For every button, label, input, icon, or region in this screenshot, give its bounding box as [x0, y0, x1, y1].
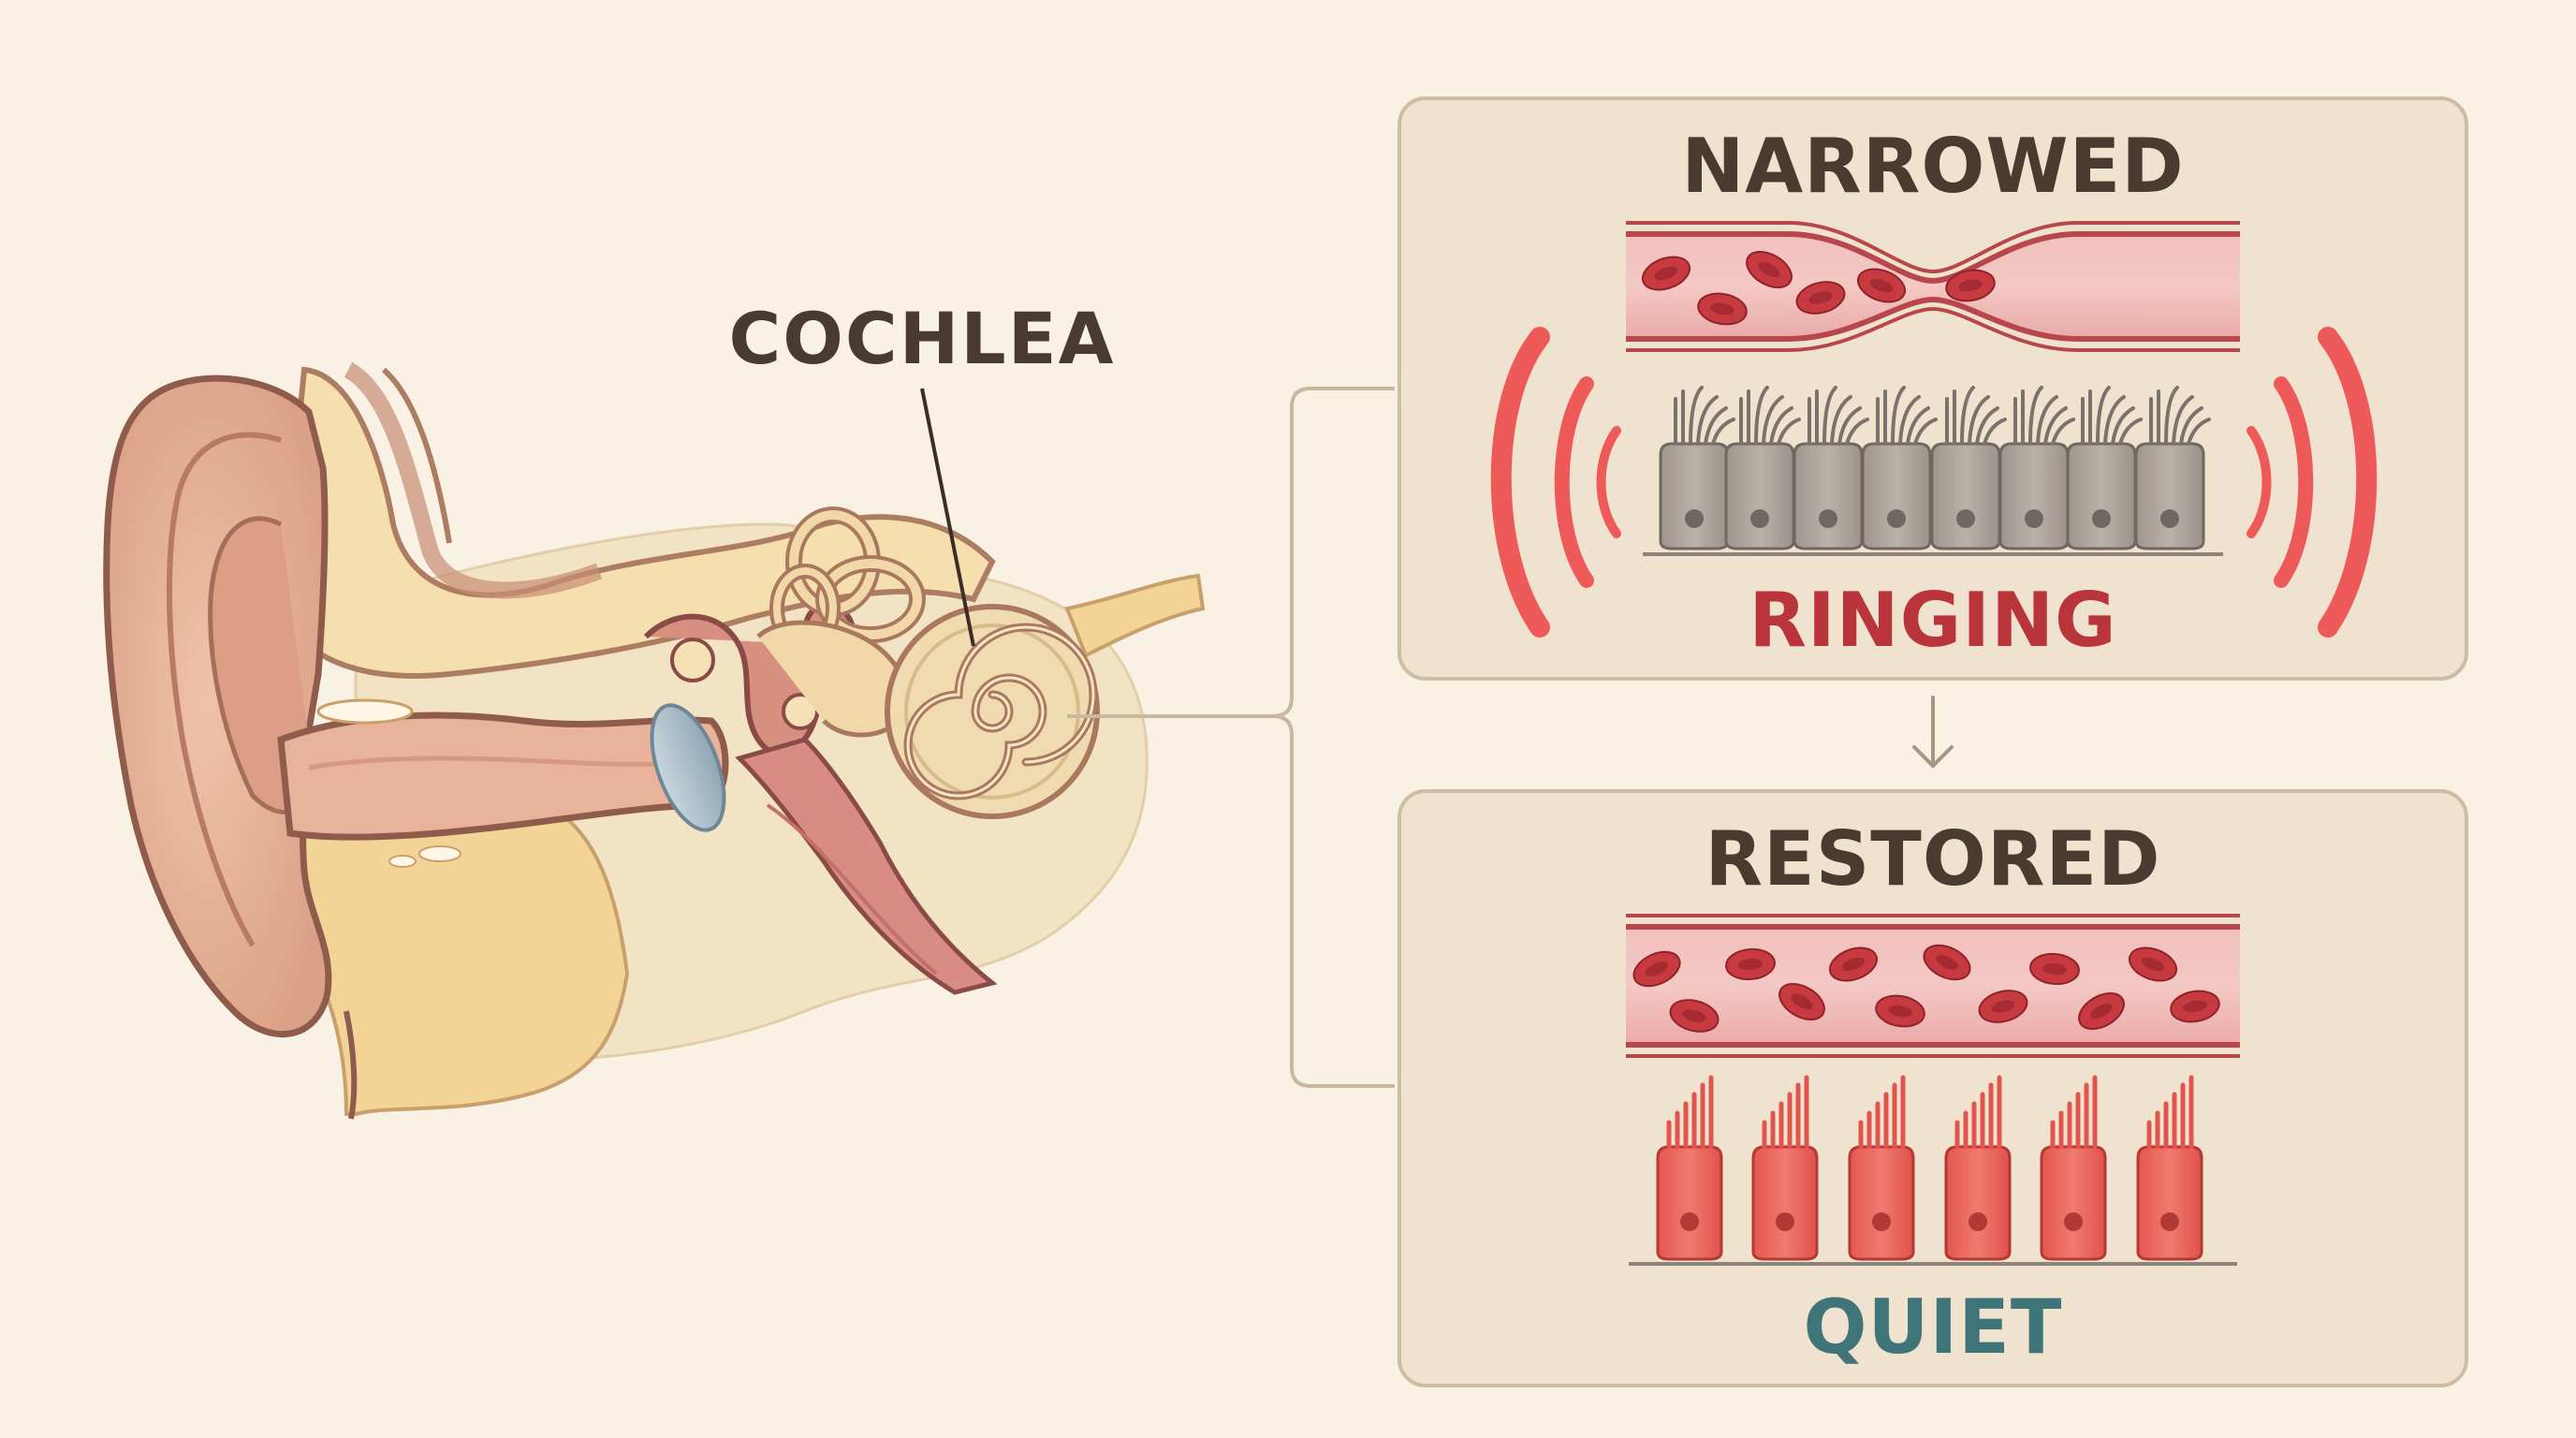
restored-panel: RESTORED — [1398, 789, 2468, 1387]
healthy-hair-cells — [1629, 1078, 2237, 1266]
quiet-label: QUIET — [1804, 1284, 2063, 1371]
panel-connector — [1067, 387, 1395, 1088]
cochlea-pointer-line — [920, 388, 975, 647]
narrowed-blood-vessel — [1626, 221, 2240, 352]
narrowed-panel: NARROWED — [1398, 96, 2468, 681]
ear-canal — [277, 712, 729, 841]
auditory-nerve — [1064, 573, 1206, 658]
eardrum — [650, 703, 726, 832]
restored-blood-vessel — [1626, 914, 2240, 1058]
cochlea-spiral — [885, 604, 1100, 819]
narrowed-title: NARROWED — [1681, 123, 2184, 210]
down-arrow-icon — [1912, 696, 1954, 769]
ringing-sound-waves — [1490, 327, 2378, 638]
ear-anatomy-illustration — [103, 362, 1206, 1120]
cochlea-label: COCHLEA — [729, 297, 1116, 380]
semicircular-canals — [769, 506, 926, 653]
damaged-hair-cells — [1643, 386, 2223, 556]
ringing-label: RINGING — [1749, 577, 2116, 664]
restored-title: RESTORED — [1705, 815, 2160, 902]
